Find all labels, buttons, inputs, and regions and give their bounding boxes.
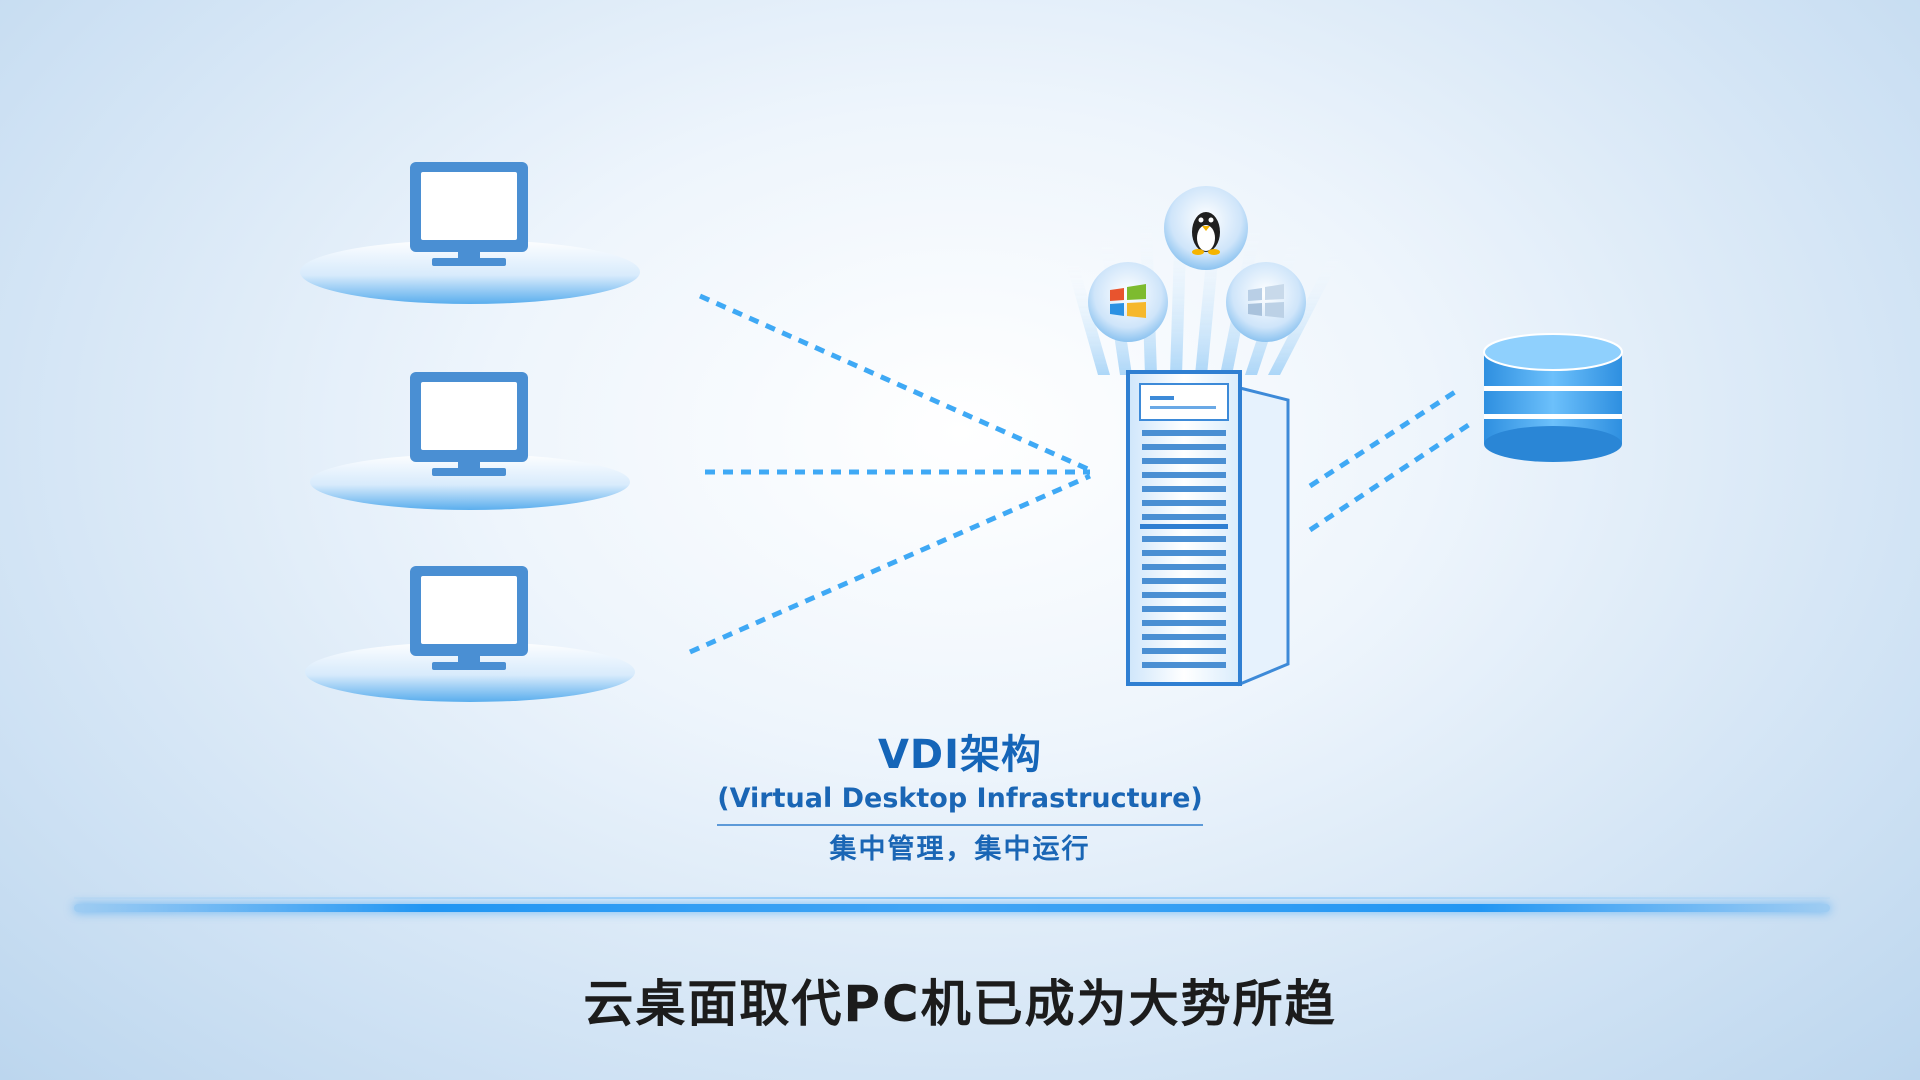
platform-disc (310, 454, 630, 510)
connector-line (1308, 421, 1472, 533)
divider-highlight (74, 897, 1830, 899)
monitor-icon (410, 372, 528, 476)
windows-logo-icon (1226, 262, 1306, 342)
architecture-caption: VDI架构 (Virtual Desktop Infrastructure) 集… (700, 730, 1220, 870)
connector-line (698, 293, 1092, 473)
connector-line (688, 473, 1092, 655)
server-rack-icon (1126, 370, 1290, 687)
headline: 云桌面取代PC机已成为大势所趋 (583, 975, 1337, 1033)
light-rays (1065, 215, 1342, 375)
diagram-title: VDI架构 (877, 732, 1043, 778)
divider-bar (74, 904, 1830, 912)
linux-penguin-icon (1164, 186, 1248, 270)
client-pc-1 (300, 162, 640, 304)
client-pc-3 (305, 566, 635, 702)
diagram-tagline: 集中管理，集中运行 (829, 834, 1091, 865)
windows-logo-icon (1088, 262, 1168, 342)
client-pc-2 (310, 372, 630, 510)
client-connectors (688, 293, 1092, 655)
diagram-subtitle: (Virtual Desktop Infrastructure) (717, 780, 1203, 826)
storage-connectors (1308, 389, 1472, 533)
platform-disc (300, 240, 640, 304)
monitor-icon (410, 566, 528, 670)
connector-line (1308, 389, 1457, 489)
platform-disc (305, 642, 635, 702)
database-icon (1483, 333, 1623, 462)
monitor-icon (410, 162, 528, 266)
